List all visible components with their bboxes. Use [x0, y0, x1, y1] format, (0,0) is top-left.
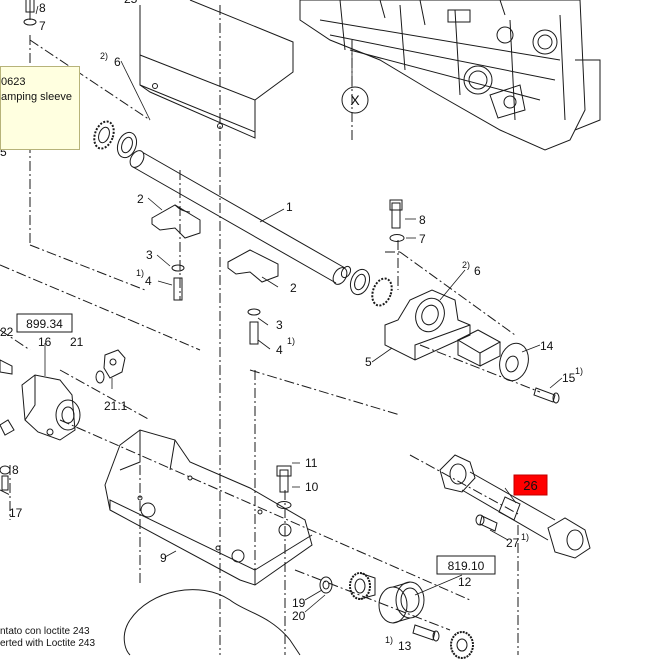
callout-6-right: 6: [474, 264, 481, 278]
shaft-1: [129, 150, 352, 285]
callout-2-left: 2: [137, 192, 144, 206]
callout-1: 1: [286, 200, 293, 214]
flange-14: [499, 342, 529, 382]
callout-27: 27: [506, 536, 520, 550]
callout-22: 22: [0, 325, 14, 339]
ref-box-bottom: [436, 555, 496, 575]
callout-3-left: 3: [146, 248, 153, 262]
callout-5-top: 5: [0, 145, 7, 159]
bearing-shell-upper: [151, 204, 201, 239]
view-marker: X: [350, 92, 360, 108]
gear-bottom: [450, 631, 474, 659]
callout-13: 13: [398, 639, 412, 653]
footnote-marks: 2) 2) 1) 1) 1) 1) 1): [100, 51, 583, 645]
washer-19-20: [319, 576, 333, 594]
bushing: [456, 329, 502, 367]
bolt-8-right: [389, 199, 405, 242]
callout-17: 17: [9, 506, 23, 520]
screw-4-mid: [247, 308, 261, 345]
callout-8-top: 8: [39, 1, 46, 15]
callout-19: 19: [292, 596, 306, 610]
cover-plate: [139, 0, 294, 139]
callout-14: 14: [540, 339, 554, 353]
footnote-mark-1-13: 1): [385, 635, 393, 645]
callout-21-1: 21.1: [104, 399, 128, 413]
callout-11: 11: [305, 456, 318, 470]
top-bolt: [23, 0, 37, 26]
tooltip-line-1: 0623: [1, 76, 26, 88]
callout-20: 20: [292, 609, 306, 623]
sleeve-12: [378, 581, 425, 624]
callout-4-left: 4: [145, 274, 152, 288]
footnote-mark-1-27: 1): [521, 532, 529, 542]
leader-lines: [35, 5, 563, 613]
ref-box-left: [16, 313, 73, 333]
screw-4-left: [171, 264, 185, 301]
callout-7-top: 7: [39, 19, 46, 33]
base-plate-9: [104, 429, 313, 586]
footnote-mark-1-mid: 1): [287, 336, 295, 346]
ref-box-bottom-label: 819.10: [448, 559, 485, 573]
callout-16: 16: [38, 335, 52, 349]
bolt-13: [412, 624, 440, 642]
callout-5-right: 5: [365, 355, 372, 369]
footnote-mark-2-top: 2): [100, 51, 108, 61]
washers-right: [349, 268, 393, 307]
part-tooltip[interactable]: 0623 amping sleeve: [0, 66, 80, 150]
gear-small: [349, 572, 376, 600]
highlight-label[interactable]: 26: [523, 478, 537, 493]
screw-27: [475, 514, 498, 532]
footnote-mark-2-right: 2): [462, 260, 470, 270]
callout-labels: 8 7 25 6 5 1 2 2 3 3 4 4 8 7 6 5 14 15 2…: [0, 0, 576, 653]
callout-4-mid: 4: [276, 343, 283, 357]
callout-21: 21: [70, 335, 84, 349]
footnote-english: erted with Loctite 243: [0, 638, 96, 649]
lock-washer-top: [93, 120, 138, 159]
callout-15: 15: [562, 371, 576, 385]
callout-10: 10: [305, 480, 319, 494]
footnote-mark-1-left: 1): [136, 268, 144, 278]
pillow-block: [384, 289, 471, 361]
tooltip-line-2: amping sleeve: [1, 91, 72, 103]
callout-12: 12: [458, 575, 472, 589]
callout-25-top: 25: [124, 0, 138, 6]
bolt-17: [0, 465, 11, 491]
bearing-shell-lower: [227, 249, 279, 283]
callout-6-top: 6: [114, 55, 121, 69]
gear-pump: [0, 359, 81, 441]
view-marker-circle: [341, 86, 369, 114]
callout-9: 9: [160, 551, 167, 565]
ref-box-left-label: 899.34: [26, 317, 63, 331]
callout-8-right: 8: [419, 213, 426, 227]
bolt-11: [276, 465, 292, 509]
footnote-mark-1-15: 1): [575, 366, 583, 376]
highlight-box[interactable]: [513, 474, 548, 496]
footnote-italian: ntato con loctite 243: [0, 626, 90, 637]
bolt-15: [533, 387, 560, 404]
callout-8-left: 8: [12, 463, 19, 477]
fitting-21: [95, 349, 126, 384]
machine-frame: [299, 0, 601, 151]
callout-2-mid: 2: [290, 281, 297, 295]
callout-3-mid: 3: [276, 318, 283, 332]
gasket-outline: [123, 589, 301, 656]
callout-7-right: 7: [419, 232, 426, 246]
